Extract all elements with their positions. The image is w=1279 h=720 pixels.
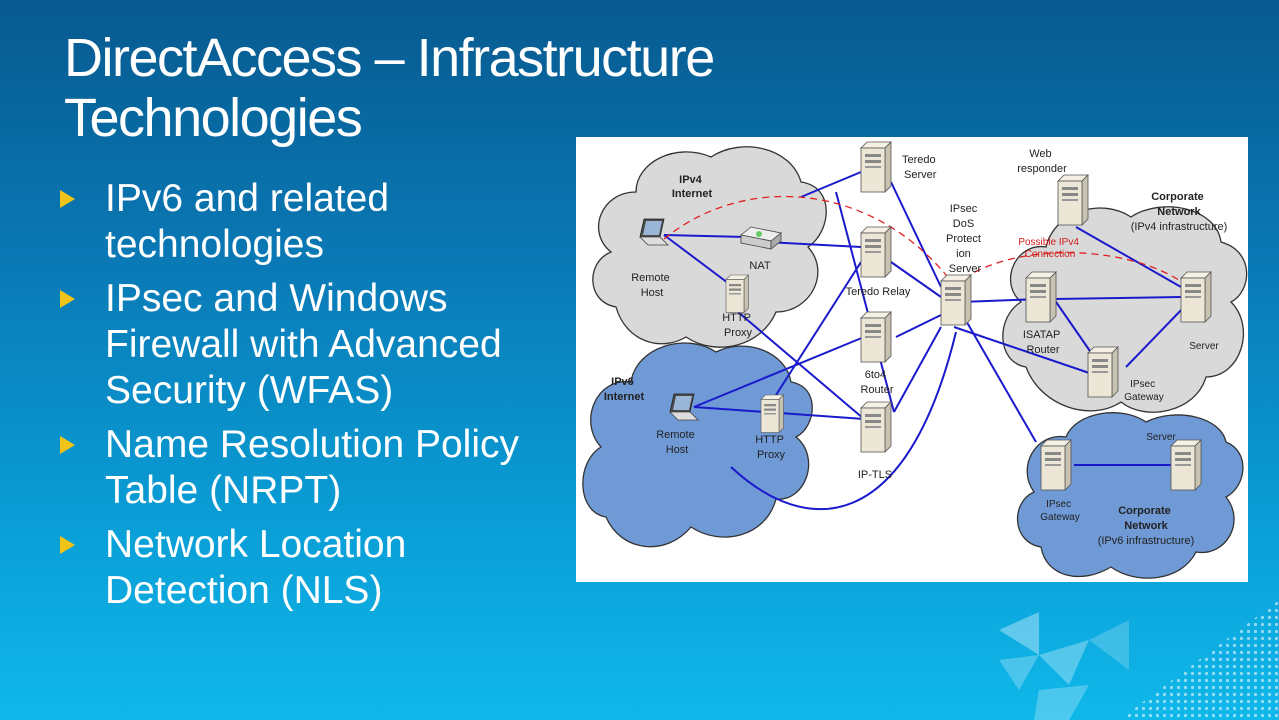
ipv6-internet-label: IPv6 Internet bbox=[604, 376, 645, 403]
teredo-relay-icon bbox=[860, 226, 892, 278]
cloud-ipv4-internet bbox=[592, 146, 827, 348]
ipsec-dos-server-icon bbox=[940, 274, 972, 326]
http-proxy-v4-icon bbox=[725, 274, 749, 313]
bullet-arrow-icon bbox=[60, 190, 75, 208]
network-links bbox=[663, 171, 1187, 511]
bullet-line: technologies bbox=[105, 223, 324, 266]
possible-ipv4-label: Possible IPv4 Connection bbox=[1018, 237, 1081, 260]
server-v6-label: Server bbox=[1146, 432, 1176, 443]
nat-label: NAT bbox=[749, 260, 770, 272]
http-proxy-v4-label: HTTP Proxy bbox=[722, 312, 754, 339]
bullet-line: Detection (NLS) bbox=[105, 569, 383, 612]
ipsec-gateway-v6-icon bbox=[1040, 439, 1072, 491]
ipsec-dos-server-label: IPsec DoS Protect ion Server bbox=[946, 203, 984, 275]
server-v4-label: Server bbox=[1189, 341, 1219, 352]
corner-decoration bbox=[999, 600, 1279, 720]
bullet-arrow-icon bbox=[60, 290, 75, 308]
ip-tls-label: IP-TLS bbox=[858, 469, 892, 481]
ipsec-gateway-v4-label: IPsec Gateway bbox=[1124, 379, 1163, 403]
ipv4-internet-label: IPv4 Internet bbox=[672, 174, 713, 200]
bullet-arrow-icon bbox=[60, 536, 75, 554]
network-diagram: IPv4 Internet Remote Host NAT HTTP Proxy… bbox=[576, 137, 1248, 582]
ipsec-gateway-v6-label: IPsec Gateway bbox=[1040, 499, 1079, 523]
bullet-line: Security (WFAS) bbox=[105, 369, 394, 412]
isatap-router-label: ISATAP Router bbox=[1023, 329, 1063, 356]
server-v6-icon bbox=[1170, 439, 1202, 491]
isatap-router-icon bbox=[1025, 271, 1057, 323]
teredo-server-icon bbox=[860, 141, 892, 193]
web-responder-icon bbox=[1057, 174, 1089, 226]
cloud-corporate-ipv4 bbox=[1002, 206, 1248, 413]
possible-ipv4-path bbox=[663, 195, 1187, 286]
cloud-ipv6-internet bbox=[582, 342, 813, 548]
teredo-server-label: Teredo Server bbox=[902, 154, 939, 181]
corporate-ipv4-label: Corporate Network bbox=[1151, 191, 1207, 218]
bullet-line: Table (NRPT) bbox=[105, 469, 342, 512]
ipsec-gateway-v4-icon bbox=[1087, 346, 1119, 398]
bullet-list: IPv6 and related technologies IPsec and … bbox=[56, 176, 566, 622]
bullet-nrpt: Name Resolution Policy Table (NRPT) bbox=[56, 422, 566, 514]
bullet-nls: Network Location Detection (NLS) bbox=[56, 522, 566, 614]
6to4-router-icon bbox=[860, 311, 892, 363]
remote-host-v4-label: Remote Host bbox=[631, 272, 673, 299]
corporate-ipv6-label: Corporate Network bbox=[1118, 505, 1174, 532]
remote-host-v6-label: Remote Host bbox=[656, 429, 698, 456]
bullet-line: Network Location bbox=[105, 523, 407, 566]
slide-title: DirectAccess – Infrastructure Technologi… bbox=[64, 28, 824, 148]
corporate-ipv6-sublabel: (IPv6 infrastructure) bbox=[1098, 535, 1195, 547]
corporate-ipv4-sublabel: (IPv4 infrastructure) bbox=[1131, 221, 1228, 233]
title-line-1: DirectAccess – Infrastructure bbox=[64, 28, 715, 88]
bullet-line: IPsec and Windows bbox=[105, 277, 448, 320]
6to4-router-label: 6to4 Router bbox=[860, 369, 893, 396]
web-responder-label: Web responder bbox=[1017, 148, 1067, 175]
bullet-line: Name Resolution Policy bbox=[105, 423, 520, 466]
teredo-relay-label: Teredo Relay bbox=[846, 286, 911, 298]
title-line-2: Technologies bbox=[64, 88, 363, 148]
cloud-corporate-ipv6 bbox=[1016, 412, 1244, 579]
bullet-line: IPv6 and related bbox=[105, 177, 390, 220]
server-v4-icon bbox=[1180, 271, 1212, 323]
ip-tls-icon bbox=[860, 401, 892, 453]
http-proxy-v6-label: HTTP Proxy bbox=[755, 434, 787, 461]
bullet-line: Firewall with Advanced bbox=[105, 323, 502, 366]
bullet-ipsec: IPsec and Windows Firewall with Advanced… bbox=[56, 276, 566, 414]
http-proxy-v6-icon bbox=[760, 394, 784, 433]
bullet-arrow-icon bbox=[60, 436, 75, 454]
bullet-ipv6: IPv6 and related technologies bbox=[56, 176, 566, 268]
